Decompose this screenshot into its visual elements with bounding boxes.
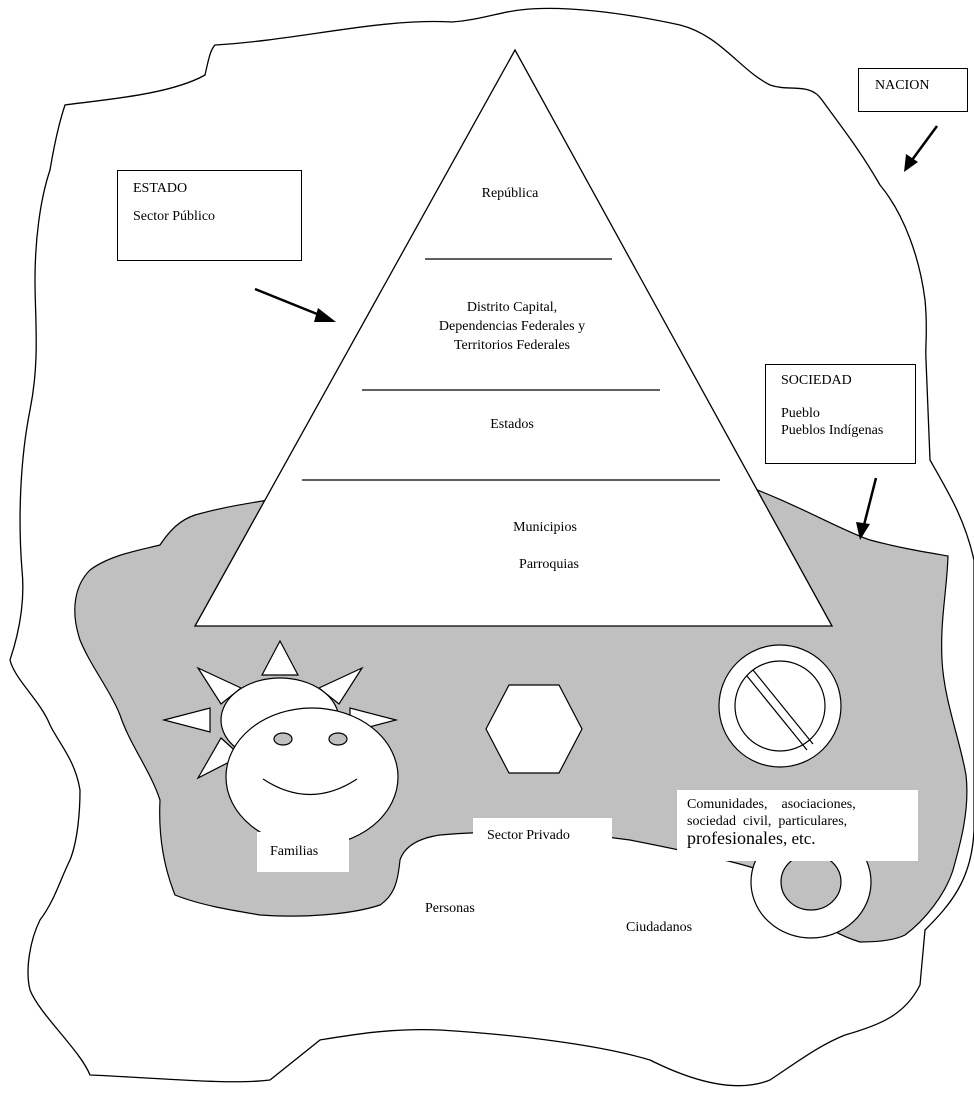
sociedad-title: SOCIEDAD — [781, 373, 852, 388]
estado-box: ESTADO Sector Público — [117, 170, 302, 261]
pyramid-level-distrito-line3: Territorios Federales — [454, 338, 570, 353]
sociedad-line-pueblos-indigenas: Pueblos Indígenas — [781, 423, 884, 438]
prohibition-icon — [718, 644, 842, 768]
ciudadanos-box: Ciudadanos — [610, 909, 736, 951]
familias-label: Familias — [270, 844, 319, 859]
comunidades-line3-rest: , etc. — [782, 829, 816, 848]
sociedad-line-pueblo: Pueblo — [781, 406, 820, 421]
personas-box: Personas — [410, 889, 519, 931]
arrow-icon — [856, 477, 878, 540]
pyramid-level-parroquias: Parroquias — [519, 557, 579, 572]
hexagon-icon — [485, 684, 583, 774]
estado-subtitle: Sector Público — [133, 209, 216, 224]
nacion-box: NACION — [858, 68, 968, 112]
smiley-face-icon — [225, 707, 399, 847]
arrow-icon — [904, 125, 939, 172]
pyramid-level-distrito-line2: Dependencias Federales y — [439, 319, 585, 334]
nacion-label: NACION — [875, 78, 930, 93]
pyramid-level-distrito-line1: Distrito Capital, — [467, 300, 557, 315]
pyramid-level-municipios: Municipios — [513, 520, 577, 535]
sector-privado-box: Sector Privado — [473, 818, 612, 860]
pyramid-level-republica: República — [482, 186, 540, 201]
familias-box: Familias — [257, 832, 349, 872]
sociedad-box: SOCIEDAD Pueblo Pueblos Indígenas — [765, 364, 916, 464]
comunidades-box: Comunidades, asociaciones, sociedad civi… — [677, 790, 918, 861]
sector-privado-label: Sector Privado — [487, 828, 570, 843]
pyramid-level-estados: Estados — [490, 417, 534, 432]
comunidades-line1: Comunidades, asociaciones, — [687, 797, 856, 812]
arrow-icon — [254, 287, 336, 322]
comunidades-line3-big: profesionales — [687, 828, 783, 848]
comunidades-line2: sociedad civil, particulares, — [687, 814, 848, 829]
personas-label: Personas — [425, 901, 475, 916]
estado-title: ESTADO — [133, 181, 188, 196]
ciudadanos-label: Ciudadanos — [626, 920, 693, 935]
comunidades-line3: profesionales, etc. — [687, 828, 908, 849]
pyramid — [193, 48, 834, 627]
